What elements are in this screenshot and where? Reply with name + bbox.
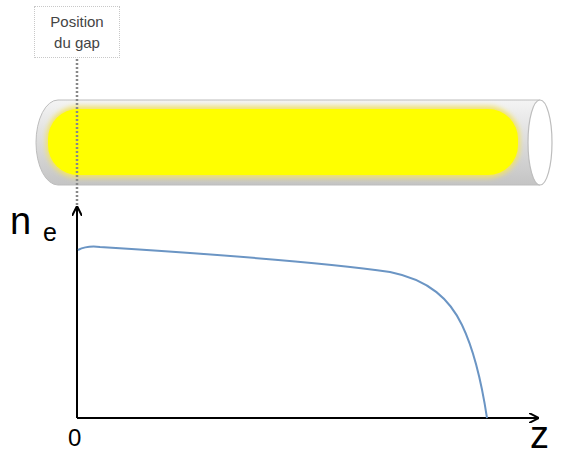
axis-label: n <box>10 202 31 240</box>
plasma-glow <box>46 106 520 178</box>
marker-text: Position du gap <box>43 11 111 53</box>
axis-subscript: e <box>43 220 57 245</box>
glass-tube <box>36 100 540 185</box>
z-axis <box>77 417 538 419</box>
marker-box: Position du gap <box>34 6 120 58</box>
origin-label: 0 <box>68 426 81 450</box>
plasma <box>48 109 518 175</box>
tube-end <box>528 100 552 185</box>
density-curve <box>78 247 487 418</box>
axis-label: z <box>530 416 549 454</box>
y-axis <box>76 207 78 418</box>
gap-line <box>76 59 79 210</box>
